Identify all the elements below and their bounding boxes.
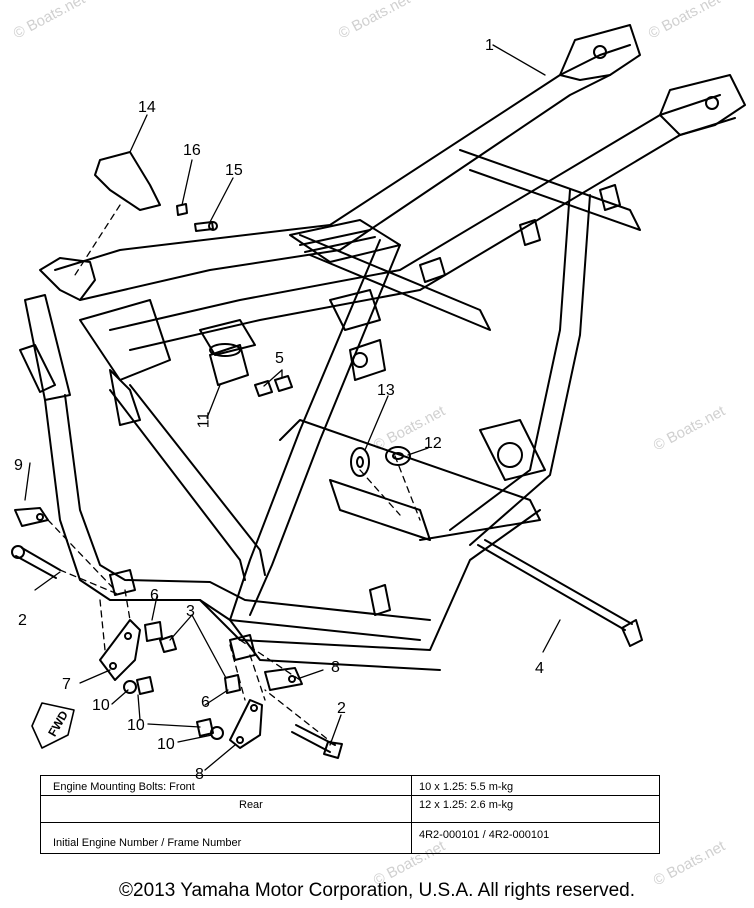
part-15-bolt	[194, 221, 218, 232]
callout-13: 13	[377, 382, 395, 399]
table-divider	[411, 776, 412, 853]
frame-main	[19, 24, 746, 671]
part-12-collar	[385, 446, 411, 466]
part-8-bracket-right	[264, 667, 303, 691]
part-10-washer-left	[123, 680, 137, 694]
callout-1: 1	[485, 37, 494, 54]
assembly-lines	[47, 204, 421, 746]
part-2-bolt-right	[291, 724, 343, 759]
table-cell-value: 4R2-000101 / 4R2-000101	[419, 829, 550, 841]
callout-11: 11	[195, 411, 213, 429]
callout-8-upper: 9	[14, 457, 23, 474]
callout-12: 12	[424, 435, 442, 452]
part-10-washer-right	[210, 726, 224, 740]
callout-9: 10	[127, 717, 145, 734]
table-cell-label: Engine Mounting Bolts: Front	[53, 781, 195, 793]
table-cell-value: 10 x 1.25: 5.5 m-kg	[419, 781, 514, 793]
part-14-cover	[94, 151, 161, 211]
callout-14: 14	[138, 99, 156, 116]
part-13-spacer	[350, 447, 370, 477]
callout-8-right: 8	[331, 659, 340, 676]
callout-3: 3	[186, 603, 195, 620]
callout-16: 16	[183, 142, 201, 159]
part-11-damper	[209, 343, 249, 386]
table-cell-label: Initial Engine Number / Frame Number	[53, 837, 242, 849]
part-6-washer-right	[224, 674, 241, 694]
spec-table: Engine Mounting Bolts: Front 10 x 1.25: …	[40, 775, 660, 854]
callout-10-left: 10	[92, 697, 110, 714]
leader-lines	[24, 44, 561, 771]
part-7-plate-left	[99, 619, 141, 681]
table-cell-value: 12 x 1.25: 2.6 m-kg	[419, 799, 514, 811]
copyright-notice: ©2013 Yamaha Motor Corporation, U.S.A. A…	[119, 880, 635, 901]
fwd-arrow-text: FWD	[45, 708, 71, 739]
table-cell-label: Rear	[239, 799, 263, 811]
part-9-nut-right	[196, 718, 214, 737]
callout-5: 5	[275, 350, 284, 367]
callout-4: 4	[535, 660, 544, 677]
part-6-washer-left	[144, 621, 163, 642]
table-row: Initial Engine Number / Frame Number 4R2…	[41, 822, 659, 849]
table-row: Rear 12 x 1.25: 2.6 m-kg	[41, 795, 659, 811]
callout-2-right: 2	[337, 700, 346, 717]
part-16-nut	[176, 203, 188, 216]
callout-2-left: 2	[18, 612, 27, 629]
part-4-long-bolt	[477, 539, 643, 647]
part-3-nut-left	[159, 635, 177, 653]
part-8-bracket-left	[14, 507, 49, 527]
part-9-nut	[136, 676, 154, 695]
callout-7-left: 7	[62, 676, 71, 693]
part-7-plate-right	[229, 699, 263, 749]
part-2-bolt-left	[11, 545, 61, 579]
fwd-arrow-icon: FWD	[31, 702, 75, 749]
callout-10-right: 10	[157, 736, 175, 753]
callout-7-right: 8	[195, 766, 204, 783]
part-5-nuts	[254, 375, 293, 397]
callout-6-left: 6	[150, 587, 159, 604]
callout-6-right: 6	[201, 694, 210, 711]
callout-15: 15	[225, 162, 243, 179]
